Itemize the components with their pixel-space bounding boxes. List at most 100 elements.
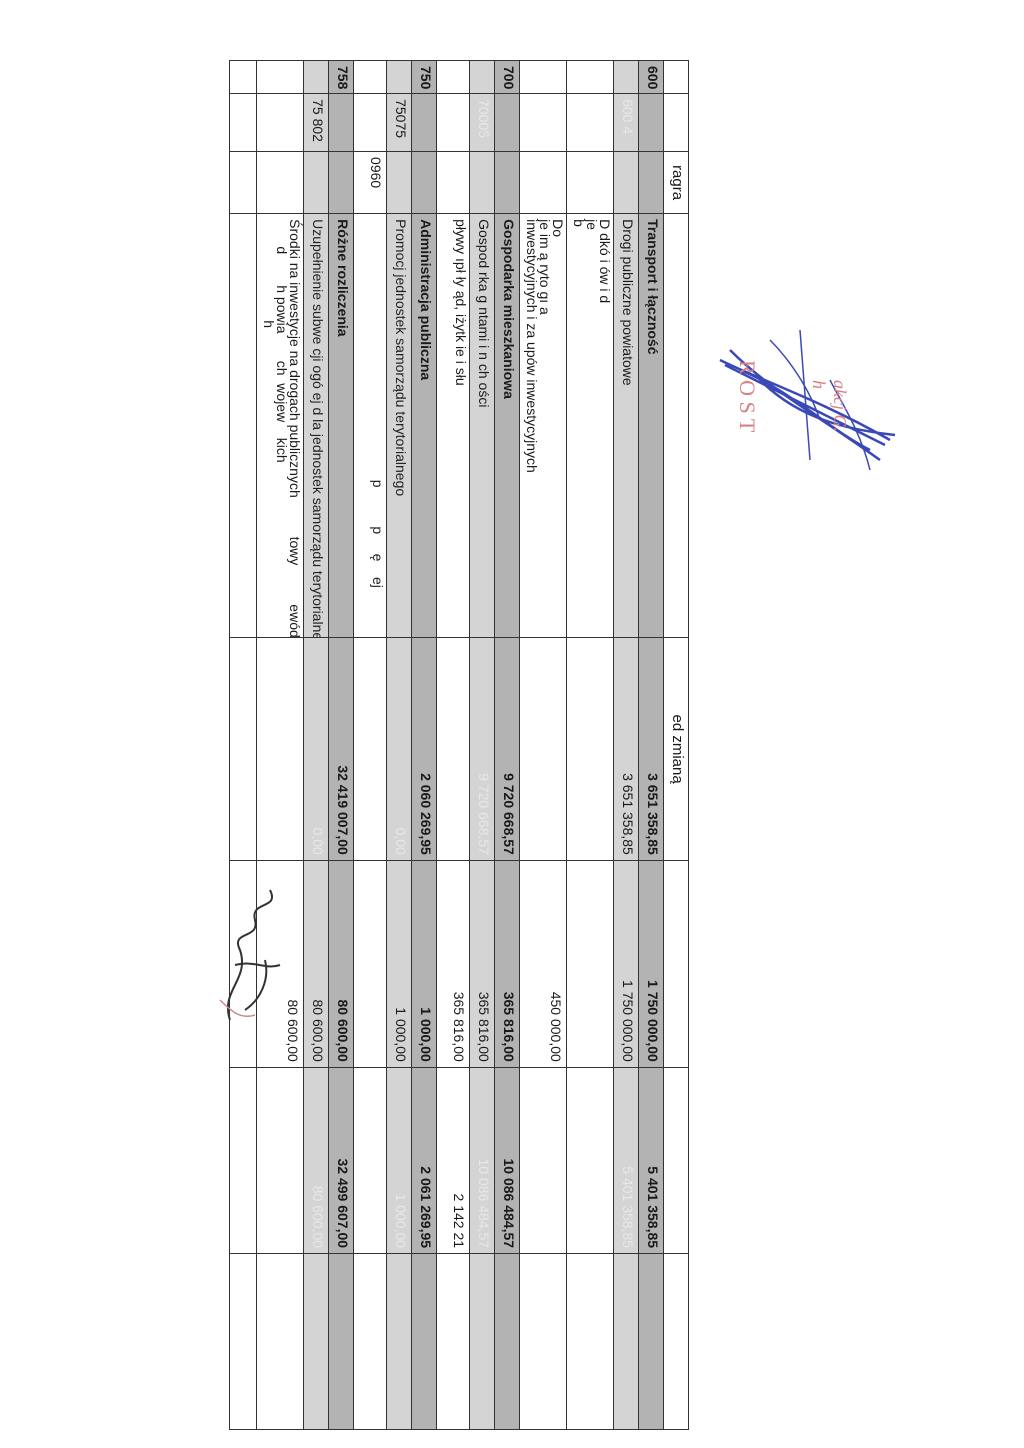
before-cell — [353, 637, 387, 861]
table-row: 600 Transport i łączność 3 651 358,85 1 … — [638, 60, 664, 1430]
name-cell: Drogi publiczne powiatowe — [613, 213, 639, 638]
change-cell: 80 600,00 — [328, 860, 354, 1068]
extra-cell — [638, 1253, 664, 1430]
table-row: pływy ıpł ły ąd, iżytk ie i słu 365 816,… — [436, 60, 470, 1430]
after-cell: 2 061 269,95 — [411, 1067, 437, 1254]
table-row: 750 Administracja publiczna 2 060 269,95… — [411, 60, 437, 1430]
paragraf-cell — [436, 151, 470, 214]
rozdzial-cell: 75075 — [386, 93, 412, 152]
empty-cell — [229, 93, 257, 152]
extra-cell — [469, 1253, 495, 1430]
name-cell: Uzupełnienie subwe cji ogó ej d la jedno… — [303, 213, 329, 638]
before-cell: 3 651 358,85 — [613, 637, 639, 861]
dzial-cell — [386, 60, 412, 94]
before-cell — [256, 637, 304, 861]
after-cell: 80 600,00 — [303, 1067, 329, 1254]
rozdzial-cell: 600 4 — [613, 93, 639, 152]
change-cell: 1 000,00 — [386, 860, 412, 1068]
change-cell: 450 000,00 — [519, 860, 567, 1068]
table-row: Środki na inwestycje na drogach publiczn… — [256, 60, 304, 1430]
change-cell — [566, 860, 614, 1068]
col-change-header — [663, 860, 689, 1068]
col-after-header — [663, 1067, 689, 1254]
name-cell: Środki na inwestycje na drogach publiczn… — [256, 213, 304, 638]
table-row: 75075 Promocj jednostek samorządu teryto… — [386, 60, 412, 1430]
paragraf-cell — [386, 151, 412, 214]
after-cell: 5 401 358,85 — [638, 1067, 664, 1254]
col-paragraf-header: ragra — [663, 151, 689, 214]
table-row: 700 Gospodarka mieszkaniowa 9 720 668,57… — [494, 60, 520, 1430]
change-cell: 1 750 000,00 — [638, 860, 664, 1068]
rozdzial-cell — [494, 93, 520, 152]
empty-cell — [229, 213, 257, 638]
after-cell — [353, 1067, 387, 1254]
after-cell — [566, 1067, 614, 1254]
paragraf-cell — [469, 151, 495, 214]
name-cell: Administracja publiczna — [411, 213, 437, 638]
before-cell — [566, 637, 614, 861]
paragraf-cell — [566, 151, 614, 214]
change-cell: 365 816,00 — [494, 860, 520, 1068]
dzial-cell — [303, 60, 329, 94]
extra-cell — [256, 1253, 304, 1430]
table-row: D dkó i ów i d je b — [566, 60, 614, 1430]
table-row: Do je im ą ryto gı a inwestycyjnych i za… — [519, 60, 567, 1430]
extra-cell — [436, 1253, 470, 1430]
stamp-subtext: akcj G. h — [809, 380, 850, 432]
name-cell: Gospod rka g ntami i n ch ości — [469, 213, 495, 638]
paragraf-cell — [638, 151, 664, 214]
name-cell: Transport i łączność — [638, 213, 664, 638]
rozdzial-cell — [256, 93, 304, 152]
col-rozdzial-header — [663, 93, 689, 152]
empty-cell — [229, 151, 257, 214]
name-cell: Gospodarka mieszkaniowa — [494, 213, 520, 638]
rozdzial-cell — [566, 93, 614, 152]
extra-cell — [494, 1253, 520, 1430]
budget-table: ragra ed zmianą 600 Transport i łączność… — [229, 60, 689, 1430]
paragraf-cell — [519, 151, 567, 214]
before-cell — [436, 637, 470, 861]
extra-cell — [613, 1253, 639, 1430]
rozdzial-cell — [353, 93, 387, 152]
extra-cell — [328, 1253, 354, 1430]
name-cell: p p ę ej — [353, 213, 387, 638]
rozdzial-cell — [328, 93, 354, 152]
empty-cell — [229, 1067, 257, 1254]
empty-cell — [229, 60, 257, 94]
col-extra-header — [663, 1253, 689, 1430]
dzial-cell — [436, 60, 470, 94]
paragraf-cell — [303, 151, 329, 214]
after-cell: 1 000,00 — [386, 1067, 412, 1254]
dzial-cell — [566, 60, 614, 94]
extra-cell — [411, 1253, 437, 1430]
after-cell — [256, 1067, 304, 1254]
after-cell: 32 499 607,00 — [328, 1067, 354, 1254]
table-row: 75 802 Uzupełnienie subwe cji ogó ej d l… — [303, 60, 329, 1430]
empty-cell — [229, 637, 257, 861]
change-cell: 80 600,00 — [303, 860, 329, 1068]
dzial-cell: 758 — [328, 60, 354, 94]
empty-cell — [229, 1253, 257, 1430]
stamp-text: R O S T — [735, 360, 760, 433]
name-cell: pływy ıpł ły ąd, iżytk ie i słu — [436, 213, 470, 638]
after-cell: 10 086 484,57 — [469, 1067, 495, 1254]
extra-cell — [303, 1253, 329, 1430]
col-name-header — [663, 213, 689, 638]
change-cell: 1 000,00 — [411, 860, 437, 1068]
rozdzial-cell — [411, 93, 437, 152]
rozdzial-cell: 70005 — [469, 93, 495, 152]
stamp: R O S T akcj G. h — [700, 320, 910, 480]
name-cell: Promocj jednostek samorządu terytorialne… — [386, 213, 412, 638]
col-dzial-header — [663, 60, 689, 94]
dzial-cell: 750 — [411, 60, 437, 94]
table-row: 600 4 Drogi publiczne powiatowe 3 651 35… — [613, 60, 639, 1430]
paragraf-cell — [256, 151, 304, 214]
extra-cell — [519, 1253, 567, 1430]
stamp-scribble-icon — [719, 329, 896, 471]
dzial-cell — [256, 60, 304, 94]
paragraf-cell — [613, 151, 639, 214]
signature — [210, 870, 300, 1030]
col-before-header: ed zmianą — [663, 637, 689, 861]
table-row — [229, 60, 257, 1430]
after-cell — [519, 1067, 567, 1254]
